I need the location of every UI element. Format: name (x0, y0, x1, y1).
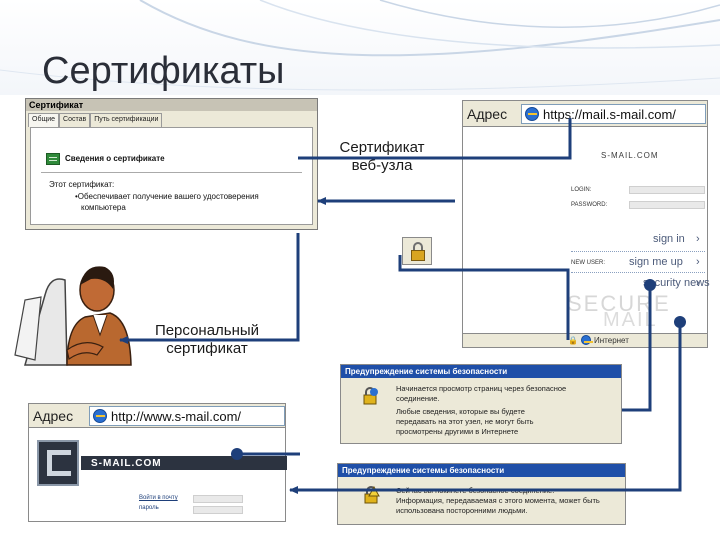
slide-title: Сертификаты (42, 50, 285, 92)
warning-line2: соединение. (396, 394, 440, 403)
warning-line1: Начинается просмотр страниц через безопа… (396, 384, 567, 393)
header-decoration (0, 0, 720, 91)
header-band: Сертификаты (0, 0, 720, 95)
login-link[interactable]: Войти в почту (139, 495, 178, 501)
unlocked-warning-icon (364, 486, 380, 504)
smail-logo-mark (37, 440, 79, 486)
divider (41, 172, 302, 173)
site-certificate-callout: Сертификат веб-узла (332, 139, 432, 175)
warning-line2: Информация, передаваемая с этого момента… (396, 496, 600, 505)
certificate-dialog-title: Сертификат (26, 99, 317, 111)
login-input[interactable] (629, 186, 705, 194)
login-label: LOGIN: (571, 187, 592, 193)
warning-title: Предупреждение системы безопасности (341, 365, 621, 378)
password-input[interactable] (629, 201, 705, 209)
address-label: Адрес (467, 106, 508, 122)
certificate-dialog-body: Сведения о сертификате Этот сертификат: … (30, 127, 313, 225)
status-lock-icon: 🔒 (568, 336, 578, 345)
lock-warning-icon (363, 387, 378, 405)
password-label: PASSWORD: (571, 202, 608, 208)
tab-details[interactable]: Состав (59, 113, 91, 127)
smail-logo: S-MAIL.COM (601, 151, 659, 160)
cert-purpose-continued: компьютера (81, 203, 126, 212)
ie-page-icon (525, 107, 539, 121)
personal-certificate-callout: Персональный сертификат (142, 322, 272, 358)
this-cert-label: Этот сертификат: (49, 180, 115, 189)
padlock-shackle (413, 242, 423, 252)
ie-page-icon (93, 409, 107, 423)
warning-line5: просмотрены другими в Интернете (396, 427, 519, 436)
url-text: http://www.s-mail.com/ (111, 409, 242, 424)
dotted-divider (571, 251, 705, 252)
url-field[interactable]: http://www.s-mail.com/ (89, 406, 285, 426)
security-warning-enter: Предупреждение системы безопасности Начи… (340, 364, 622, 444)
security-news-link[interactable]: security news (643, 277, 710, 289)
secure-watermark: SECURE (567, 291, 671, 316)
site-certificate-line2: веб-узла (351, 157, 413, 174)
top-site-panel: S-MAIL.COM LOGIN: PASSWORD: sign in › NE… (462, 127, 710, 333)
warning-title: Предупреждение системы безопасности (338, 464, 625, 477)
chevron-right-icon: › (696, 277, 700, 289)
padlock-icon (411, 250, 425, 261)
chevron-right-icon: › (696, 233, 700, 245)
zone-icon (581, 335, 593, 345)
padlock-box (402, 237, 432, 265)
top-address-bar: Адрес https://mail.s-mail.com/ (462, 100, 708, 127)
cert-purpose-bullet: •Обеспечивает получение вашего удостовер… (75, 192, 259, 201)
status-bar: 🔒 Интернет (462, 333, 708, 348)
smail-logo: S-MAIL.COM (91, 458, 162, 469)
login-input[interactable] (193, 495, 243, 503)
status-zone: Интернет (594, 336, 629, 345)
tab-general[interactable]: Общие (28, 113, 60, 127)
tab-certification-path[interactable]: Путь сертификации (90, 113, 163, 127)
site-certificate-line1: Сертификат (339, 139, 425, 156)
warning-line3: использована посторонними людьми. (396, 506, 528, 515)
personal-certificate-line2: сертификат (166, 340, 248, 357)
warning-line4: передавать на этот узел, не могут быть (396, 417, 534, 426)
certificate-icon (46, 153, 60, 165)
person-illustration (14, 266, 132, 366)
url-field[interactable]: https://mail.s-mail.com/ (521, 104, 706, 124)
address-label: Адрес (33, 408, 74, 424)
url-text: https://mail.s-mail.com/ (543, 107, 676, 122)
certificate-dialog-tabs: Общие Состав Путь сертификации (28, 113, 163, 127)
chevron-right-icon: › (696, 256, 700, 268)
sign-me-up-link[interactable]: sign me up (629, 256, 683, 268)
certificate-info-heading: Сведения о сертификате (65, 154, 165, 163)
bottom-site-panel: S-MAIL.COM Войти в почту пароль (28, 428, 287, 522)
security-warning-leave: Предупреждение системы безопасности Сейч… (337, 463, 626, 525)
sign-in-link[interactable]: sign in (653, 233, 685, 245)
bottom-address-bar: Адрес http://www.s-mail.com/ (28, 403, 286, 428)
new-user-label: NEW USER: (571, 260, 606, 266)
warning-line3: Любые сведения, которые вы будете (396, 407, 525, 416)
warning-line1: Сейчас вы покинете безопасное соединение… (396, 486, 555, 495)
password-input[interactable] (193, 506, 243, 514)
personal-certificate-line1: Персональный (154, 322, 260, 339)
mail-watermark: MAIL (603, 309, 658, 331)
password-link[interactable]: пароль (139, 505, 159, 511)
dotted-divider (571, 272, 705, 273)
certificate-dialog: Сертификат Общие Состав Путь сертификаци… (25, 98, 318, 230)
